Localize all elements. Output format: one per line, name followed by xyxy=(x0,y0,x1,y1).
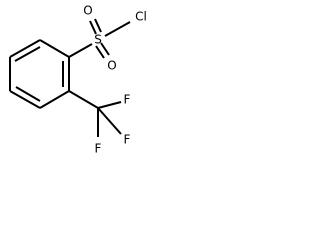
bond-s-o-bottom-a xyxy=(95,45,105,59)
bond-s-o-top-b xyxy=(94,18,102,33)
bond-ring-sulfur xyxy=(68,43,93,58)
ring-bond-c4-c5 xyxy=(39,90,70,109)
atom-chlorine: Cl xyxy=(135,10,147,24)
ring-bond-c6-c1 xyxy=(39,39,70,58)
bond-c-f-lower-right xyxy=(97,107,122,135)
bond-s-o-bottom-b xyxy=(100,42,110,56)
atom-fluorine-lower-right: F xyxy=(124,133,131,147)
ring-bond-c3-c4 xyxy=(9,90,41,109)
atom-fluorine-bottom: F xyxy=(95,142,102,156)
chemical-structure: S O O Cl F F F xyxy=(9,4,147,156)
atom-oxygen-bottom: O xyxy=(107,59,116,73)
bond-s-cl xyxy=(104,21,131,37)
atom-fluorine-right: F xyxy=(124,93,131,107)
bond-ring-cf3 xyxy=(68,90,99,109)
bond-s-o-top-a xyxy=(89,20,97,35)
ring-double-bond-1 xyxy=(14,46,41,62)
ring-double-bond-2 xyxy=(15,86,41,102)
ring-bond-c1-c2 xyxy=(9,39,41,58)
atom-sulfur: S xyxy=(94,33,102,47)
benzene-ring xyxy=(9,39,70,109)
bond-c-f-right xyxy=(97,101,122,109)
atom-oxygen-top: O xyxy=(83,4,92,18)
